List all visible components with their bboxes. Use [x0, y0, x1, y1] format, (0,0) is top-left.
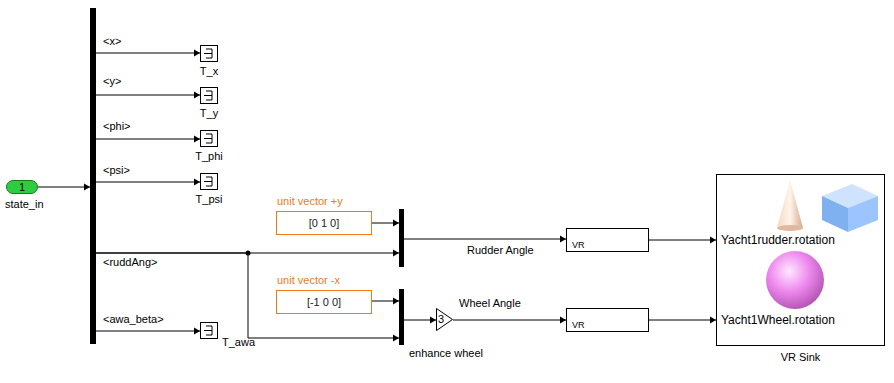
signal-name: <ruddAng>	[103, 256, 157, 269]
term-block: T_x	[200, 45, 218, 62]
bar-block: enhance wheel	[399, 289, 404, 345]
block-label: Yacht1rudder.rotation	[721, 234, 835, 247]
term-block: T_awa	[200, 322, 218, 339]
block-label: T_x	[181, 65, 237, 78]
inport-block: 1state_in	[6, 180, 38, 194]
signal-line	[96, 253, 399, 342]
block-label: state_in	[5, 198, 44, 211]
bar-block: <x><y><phi><psi><ruddAng><awa_beta>	[90, 8, 96, 344]
block-label: T_awa	[222, 336, 255, 349]
term-block: T_phi	[200, 130, 218, 147]
signal-line	[96, 136, 200, 143]
signal-line	[649, 237, 716, 244]
signal-line	[96, 92, 200, 99]
terminator-symbol	[201, 131, 217, 146]
sink-block: VR SinkYacht1rudder.rotationYacht1Wheel.…	[716, 174, 885, 346]
signal-name: enhance wheel	[409, 347, 483, 360]
signal-name: <x>	[103, 35, 121, 48]
signal-line	[372, 298, 399, 305]
signal-name: <psi>	[103, 164, 130, 177]
terminator-symbol	[201, 88, 217, 103]
const-block: unit vector -x[-1 0 0]	[276, 290, 372, 314]
signal-line	[649, 317, 716, 324]
signal-label: Rudder Angle	[466, 244, 535, 257]
signal-line	[404, 317, 436, 324]
signal-name: <awa_beta>	[103, 313, 164, 326]
block-label: VR Sink	[717, 351, 884, 364]
block-label: T_psi	[181, 193, 237, 206]
signal-line	[372, 220, 399, 227]
terminator-symbol	[201, 323, 217, 338]
signal-line	[404, 236, 566, 243]
block-label: Yacht1Wheel.rotation	[721, 314, 835, 327]
signal-name: <y>	[103, 75, 121, 88]
block-label: VR	[572, 319, 585, 332]
signal-name: <phi>	[103, 120, 131, 133]
signal-line	[96, 179, 200, 186]
signal-line	[96, 328, 200, 335]
block-label: 3	[438, 313, 444, 326]
signal-line	[453, 317, 566, 324]
bar-block	[399, 209, 404, 267]
term-block: T_y	[200, 87, 218, 104]
signal-label: Wheel Angle	[458, 297, 522, 310]
const-block: unit vector +y[0 1 0]	[276, 211, 372, 235]
gain-block: 3	[436, 308, 453, 331]
block-label: unit vector +y	[277, 195, 343, 208]
term-block: T_psi	[200, 173, 218, 190]
block-label: VR	[572, 239, 585, 252]
block-label: T_phi	[181, 150, 237, 163]
block-label: [0 1 0]	[257, 217, 391, 230]
terminator-symbol	[201, 46, 217, 61]
vr-block: VR	[566, 308, 649, 332]
block-label: T_y	[181, 107, 237, 120]
signal-line	[96, 50, 200, 57]
block-label: unit vector -x	[277, 274, 340, 287]
signal-line	[38, 184, 90, 191]
terminator-symbol	[201, 174, 217, 189]
block-label: [-1 0 0]	[257, 296, 391, 309]
block-label: 1	[7, 181, 37, 194]
vr-block: VR	[566, 228, 649, 252]
